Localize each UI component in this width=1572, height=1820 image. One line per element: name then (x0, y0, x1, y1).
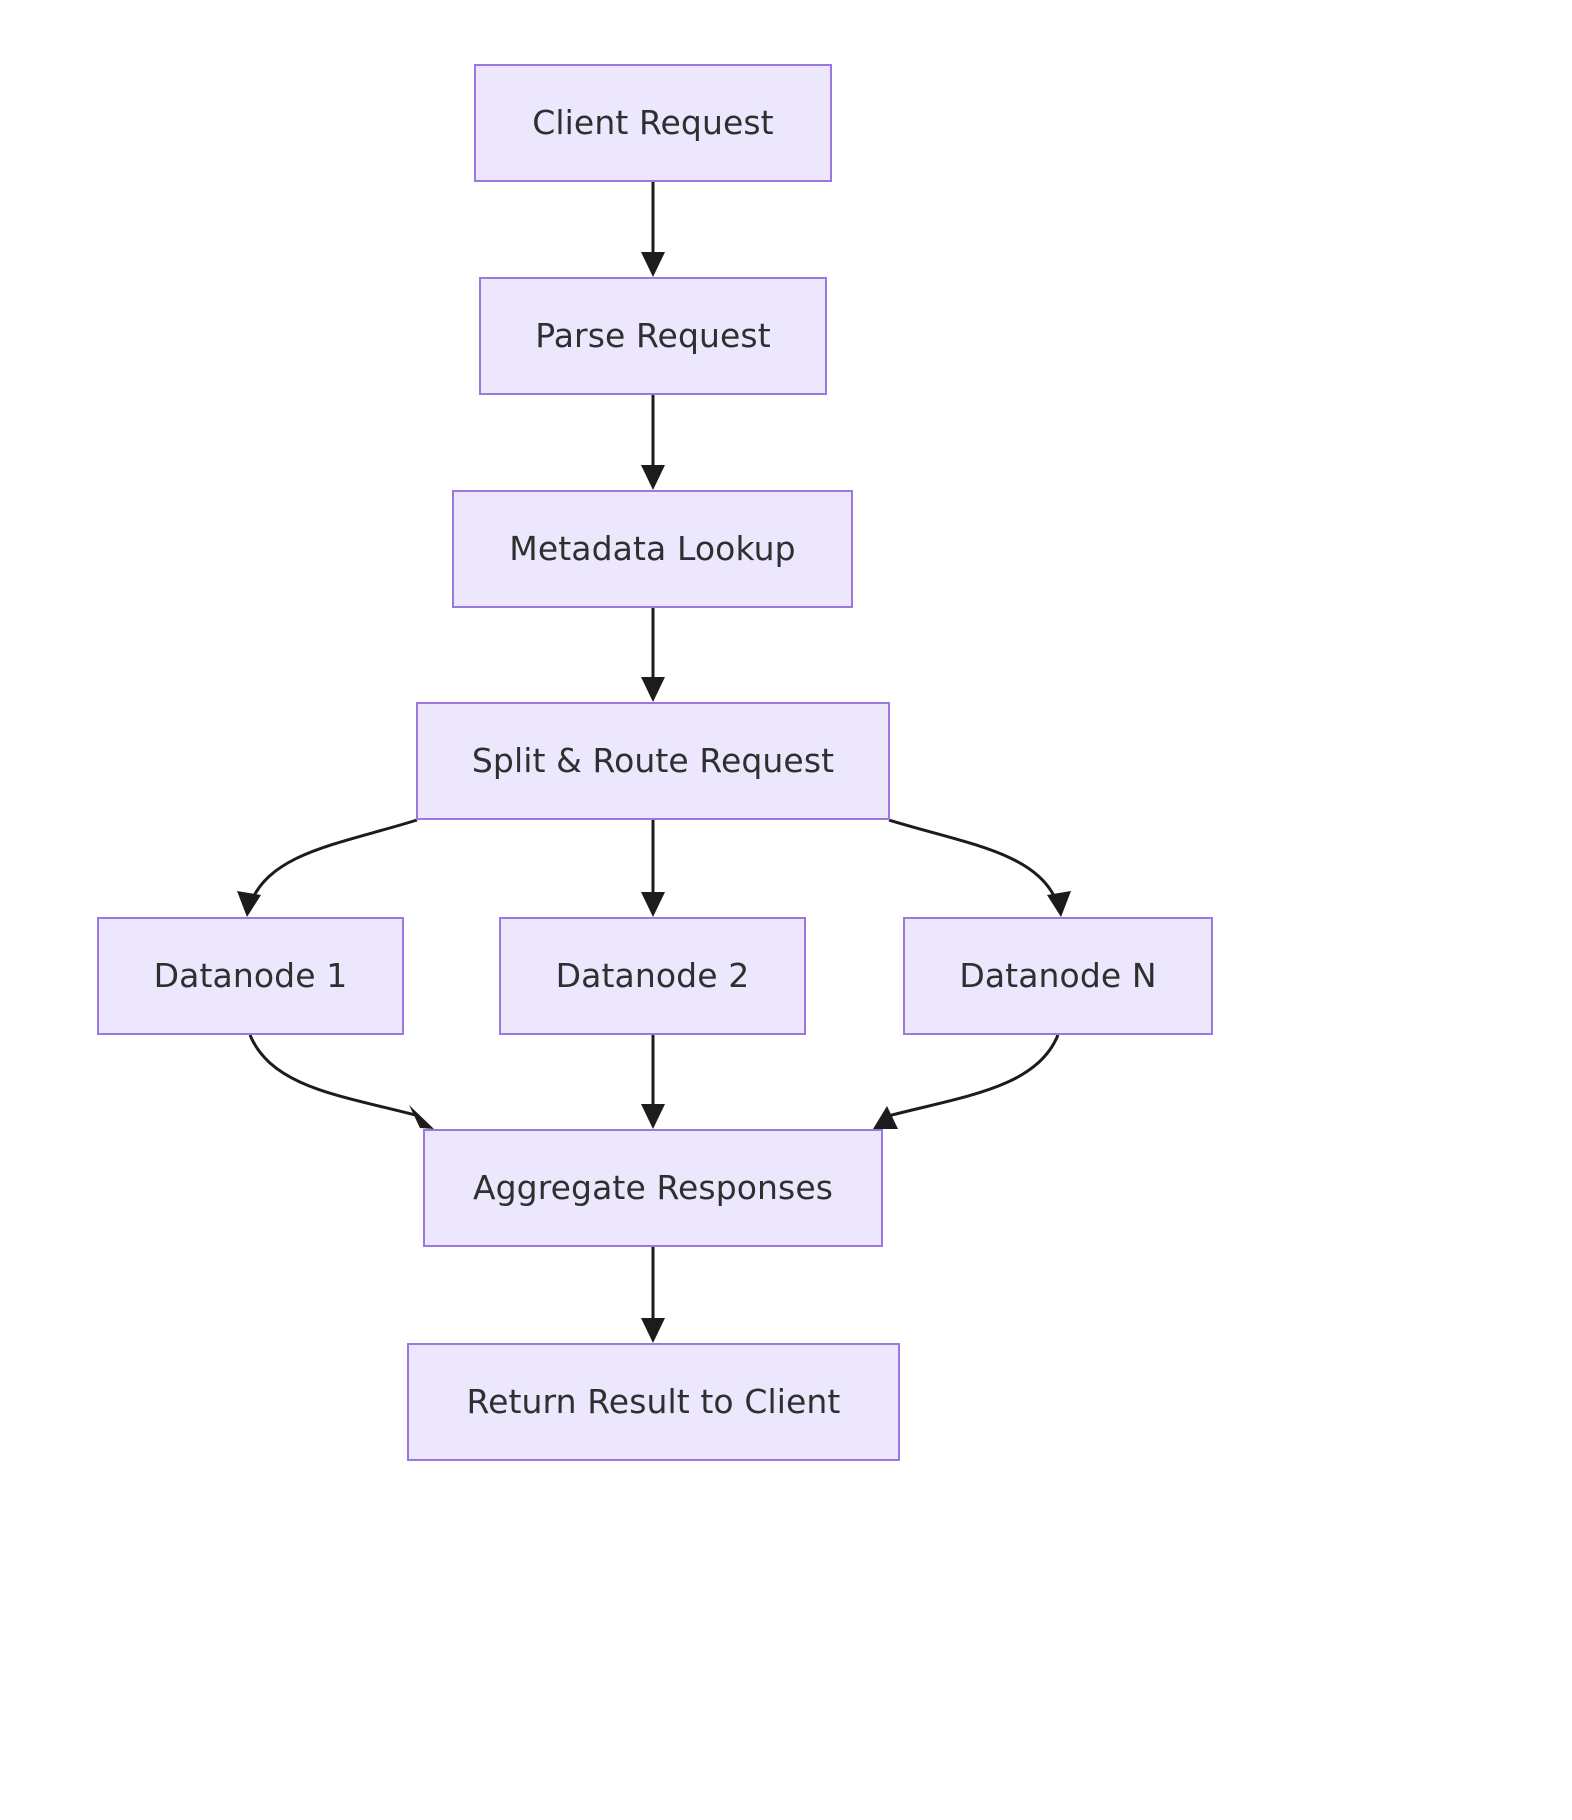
edge-split-route-request-to-datanode-n (888, 818, 1071, 917)
node-aggregate-responses-label: Aggregate Responses (472, 1168, 834, 1208)
edge-client-request-to-parse-request (641, 182, 665, 277)
edge-datanode-2-to-aggregate-responses (641, 1035, 665, 1129)
node-return-result-to-client-label: Return Result to Client (466, 1382, 841, 1422)
node-split-route-request-label: Split & Route Request (471, 741, 835, 781)
edge-split-route-request-to-datanode-1 (237, 818, 418, 917)
node-datanode-n-label: Datanode N (959, 956, 1157, 996)
edge-parse-request-to-metadata-lookup (641, 395, 665, 490)
node-metadata-lookup[interactable]: Metadata Lookup (452, 490, 853, 608)
edge-metadata-lookup-to-split-route-request (641, 608, 665, 702)
node-datanode-n[interactable]: Datanode N (903, 917, 1213, 1035)
node-client-request[interactable]: Client Request (474, 64, 832, 182)
node-aggregate-responses[interactable]: Aggregate Responses (423, 1129, 883, 1247)
node-split-route-request[interactable]: Split & Route Request (416, 702, 890, 820)
node-parse-request-label: Parse Request (535, 316, 771, 356)
edge-datanode-n-to-aggregate-responses (873, 1034, 1060, 1129)
node-client-request-label: Client Request (532, 103, 774, 143)
edge-datanode-1-to-aggregate-responses (248, 1034, 434, 1129)
node-metadata-lookup-label: Metadata Lookup (509, 529, 796, 569)
node-parse-request[interactable]: Parse Request (479, 277, 827, 395)
node-return-result-to-client[interactable]: Return Result to Client (407, 1343, 900, 1461)
edge-aggregate-responses-to-return-result-to-client (641, 1247, 665, 1343)
edge-split-route-request-to-datanode-2 (641, 820, 665, 917)
node-datanode-1-label: Datanode 1 (153, 956, 348, 996)
node-datanode-1[interactable]: Datanode 1 (97, 917, 404, 1035)
node-datanode-2-label: Datanode 2 (555, 956, 750, 996)
node-datanode-2[interactable]: Datanode 2 (499, 917, 806, 1035)
